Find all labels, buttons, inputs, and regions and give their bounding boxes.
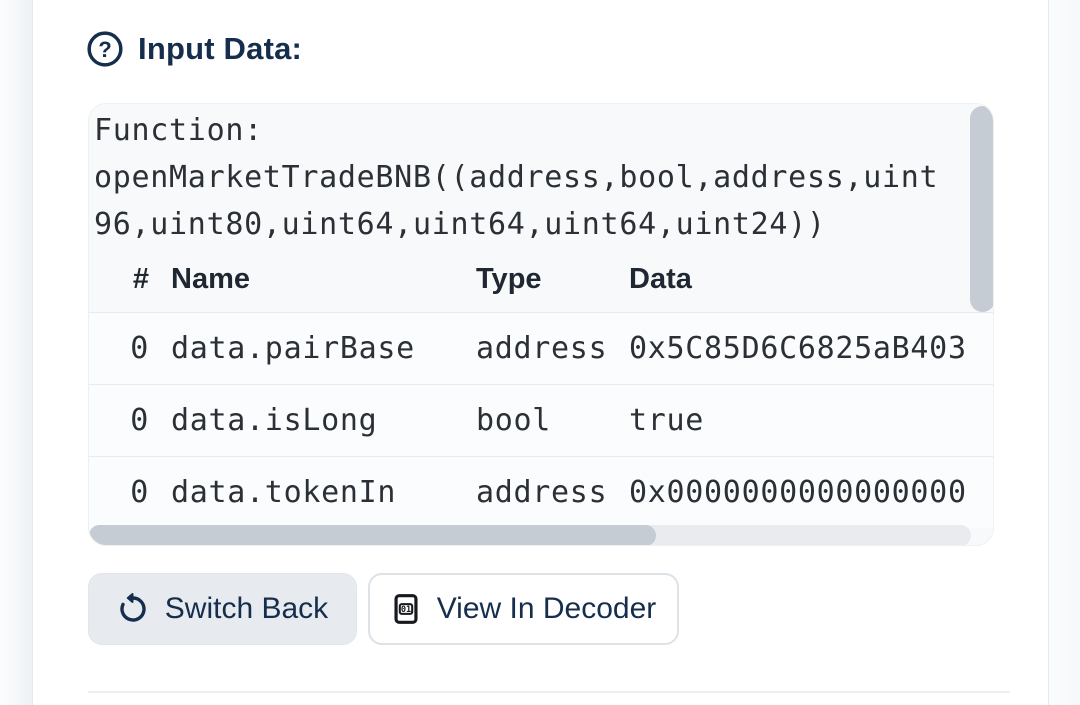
svg-text:?: ? bbox=[98, 37, 112, 62]
table-header-row: # Name Type Data bbox=[89, 248, 993, 313]
column-header-index: # bbox=[89, 248, 171, 313]
switch-back-label: Switch Back bbox=[164, 592, 329, 625]
column-header-data: Data bbox=[629, 248, 993, 313]
horizontal-scrollbar-thumb[interactable] bbox=[89, 525, 656, 545]
input-data-scrollbox[interactable]: Function: openMarketTradeBNB((address,bo… bbox=[88, 103, 994, 546]
param-type: address bbox=[476, 312, 629, 385]
table-row: 0 data.isLong bool true bbox=[89, 384, 993, 457]
param-index: 0 bbox=[89, 456, 171, 528]
switch-back-button[interactable]: Switch Back bbox=[88, 573, 357, 645]
param-data-address-link[interactable]: 0x5C85D6C6825aB403 bbox=[629, 312, 993, 385]
param-name: data.isLong bbox=[171, 384, 476, 457]
function-signature: Function: openMarketTradeBNB((address,bo… bbox=[94, 113, 939, 242]
param-name: data.tokenIn bbox=[171, 456, 476, 528]
view-in-decoder-button[interactable]: 01 View In Decoder bbox=[368, 573, 679, 645]
table-row: 0 data.pairBase address 0x5C85D6C6825aB4… bbox=[89, 312, 993, 385]
page-title: Input Data: bbox=[138, 31, 303, 66]
table-row: 0 data.tokenIn address 0x000000000000000… bbox=[89, 456, 993, 528]
vertical-scrollbar-thumb[interactable] bbox=[970, 106, 993, 312]
param-index: 0 bbox=[89, 312, 171, 385]
param-data-address-link[interactable]: 0x0000000000000000 bbox=[629, 456, 993, 528]
param-index: 0 bbox=[89, 384, 171, 457]
arrow-counterclockwise-icon bbox=[120, 593, 146, 622]
svg-text:01: 01 bbox=[401, 605, 411, 615]
question-circle-icon: ? bbox=[87, 31, 123, 67]
column-header-name: Name bbox=[171, 248, 476, 313]
param-data-value: true bbox=[629, 384, 993, 457]
view-in-decoder-label: View In Decoder bbox=[436, 592, 657, 625]
file-binary-icon: 01 bbox=[394, 594, 418, 624]
input-data-heading: ? Input Data: bbox=[86, 28, 302, 70]
column-header-type: Type bbox=[476, 248, 629, 313]
parameters-table: # Name Type Data 0 data.pairBase address… bbox=[89, 248, 993, 528]
page-left-gutter bbox=[0, 0, 33, 705]
page-right-gutter bbox=[1048, 0, 1080, 705]
section-divider bbox=[88, 691, 1010, 693]
param-name: data.pairBase bbox=[171, 312, 476, 385]
param-type: bool bbox=[476, 384, 629, 457]
param-type: address bbox=[476, 456, 629, 528]
horizontal-scrollbar-track[interactable] bbox=[89, 525, 971, 545]
